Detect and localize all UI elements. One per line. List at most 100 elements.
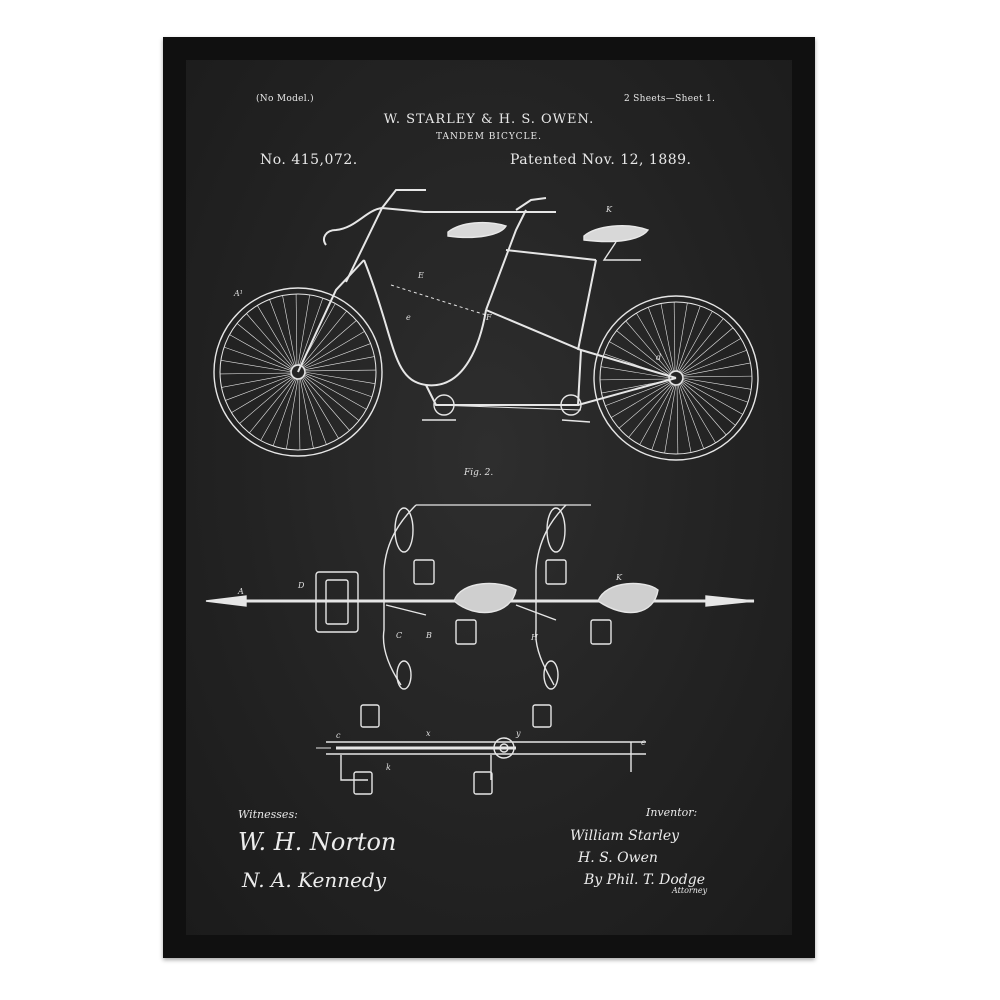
attorney-title: Attorney — [672, 886, 708, 895]
wheel-spoke — [610, 381, 672, 418]
patent-number: No. 415,072. — [260, 152, 358, 168]
wheel-spoke — [605, 380, 671, 407]
svg-text:e: e — [406, 313, 411, 322]
wheel-spoke — [239, 376, 295, 424]
witnesses-label: Witnesses: — [238, 808, 298, 821]
wheel-spoke — [282, 295, 297, 367]
saddle-front — [447, 221, 508, 239]
wheel-spoke — [298, 297, 324, 367]
wheel-spoke — [236, 323, 293, 370]
wheel-spoke — [647, 307, 674, 373]
wheel-spoke — [303, 371, 376, 384]
wheel-spoke — [681, 375, 752, 378]
wheel-spoke — [246, 313, 294, 369]
wheel-spoke — [636, 312, 673, 374]
wheel-spoke — [681, 349, 747, 376]
wheel-spoke — [220, 360, 293, 373]
patent-poster: (No Model.) 2 Sheets—Sheet 1. W. STARLEY… — [186, 60, 792, 935]
patent-date: Patented Nov. 12, 1889. — [510, 152, 692, 168]
wheel-spoke — [677, 383, 692, 453]
wheel-spoke — [299, 377, 314, 449]
wheel-spoke — [681, 380, 736, 426]
handlebar — [323, 189, 547, 246]
wheel-spoke — [229, 334, 293, 371]
wheel-spoke — [675, 302, 688, 373]
wheel-spoke — [301, 376, 339, 439]
wheel-spoke — [249, 377, 296, 434]
inventor-signature-2: H. S. Owen — [578, 850, 658, 866]
wheel-spoke — [303, 372, 373, 398]
wheel-spoke — [303, 374, 360, 421]
wheel-spoke — [673, 302, 676, 373]
wheel-spoke — [221, 373, 293, 388]
wheel-spoke — [681, 378, 749, 403]
wheel-spoke — [298, 377, 301, 450]
wheel-spoke — [681, 362, 751, 377]
wheel-spoke — [618, 382, 673, 429]
svg-text:c: c — [336, 731, 341, 740]
wheel-spoke — [679, 327, 734, 374]
wheel-spoke — [679, 382, 716, 444]
svg-text:H: H — [530, 633, 539, 642]
wheel-spoke — [223, 346, 293, 372]
wheel-spoke — [301, 320, 357, 368]
wheel-spoke — [303, 356, 375, 371]
wheel-spoke — [286, 377, 299, 450]
witness-signature-2: N. A. Kennedy — [242, 868, 387, 892]
svg-text:A¹: A¹ — [233, 289, 243, 298]
wheel-spoke — [609, 341, 671, 377]
patent-subtitle: TANDEM BICYCLE. — [436, 132, 542, 142]
wheel-spoke — [303, 369, 376, 372]
bicycle-frame — [297, 207, 677, 411]
wheel-spoke — [681, 377, 752, 390]
figure-label: Fig. 2. — [463, 468, 493, 478]
wheel-spoke — [680, 338, 742, 375]
inventor-signature-1: William Starley — [570, 828, 680, 844]
wheel-spoke — [303, 373, 367, 410]
wheel-spoke — [676, 383, 679, 454]
wheel-spoke — [260, 377, 297, 441]
svg-text:F: F — [485, 313, 492, 322]
wheel-spoke — [302, 375, 350, 431]
wheel-spoke — [297, 294, 310, 367]
wheel-spoke — [680, 381, 727, 436]
svg-text:K: K — [605, 205, 613, 214]
svg-text:E: E — [417, 271, 424, 280]
wheel-spoke — [664, 383, 677, 454]
rear-wheel — [593, 295, 759, 461]
svg-text:d: d — [656, 353, 661, 362]
wheel-spoke — [302, 331, 365, 369]
wheel-spoke — [660, 303, 675, 373]
wheel-spoke — [677, 311, 713, 373]
inventor-label: Inventor: — [646, 806, 698, 819]
wheel-spoke — [600, 366, 671, 379]
wheel-spoke — [678, 318, 724, 373]
wheel-spoke — [225, 374, 293, 401]
wheel-spoke — [628, 383, 674, 438]
wheel-spoke — [616, 330, 671, 376]
wheel-spoke — [678, 383, 705, 449]
svg-text:x: x — [426, 729, 431, 738]
header-left: (No Model.) — [256, 94, 314, 104]
patent-title: W. STARLEY & H. S. OWEN. — [383, 112, 595, 127]
wheel-spoke — [300, 377, 327, 445]
wheel-spoke — [651, 383, 676, 451]
crank-assembly — [422, 394, 591, 423]
wheel-spoke — [272, 377, 298, 447]
wheel-spoke — [681, 379, 743, 415]
witness-signature-1: W. H. Norton — [238, 828, 397, 856]
header-right: 2 Sheets—Sheet 1. — [624, 94, 716, 104]
wheel-spoke — [257, 305, 295, 368]
wheel-spoke — [625, 320, 672, 375]
wheel-spoke — [220, 372, 293, 375]
svg-text:K: K — [615, 573, 623, 582]
svg-text:D: D — [297, 581, 305, 590]
front-wheel — [213, 287, 383, 457]
wheel-spoke — [600, 378, 671, 381]
svg-text:A: A — [237, 587, 244, 596]
svg-text:B: B — [425, 631, 432, 640]
svg-text:e: e — [641, 738, 646, 747]
wheel-spoke — [269, 299, 296, 367]
